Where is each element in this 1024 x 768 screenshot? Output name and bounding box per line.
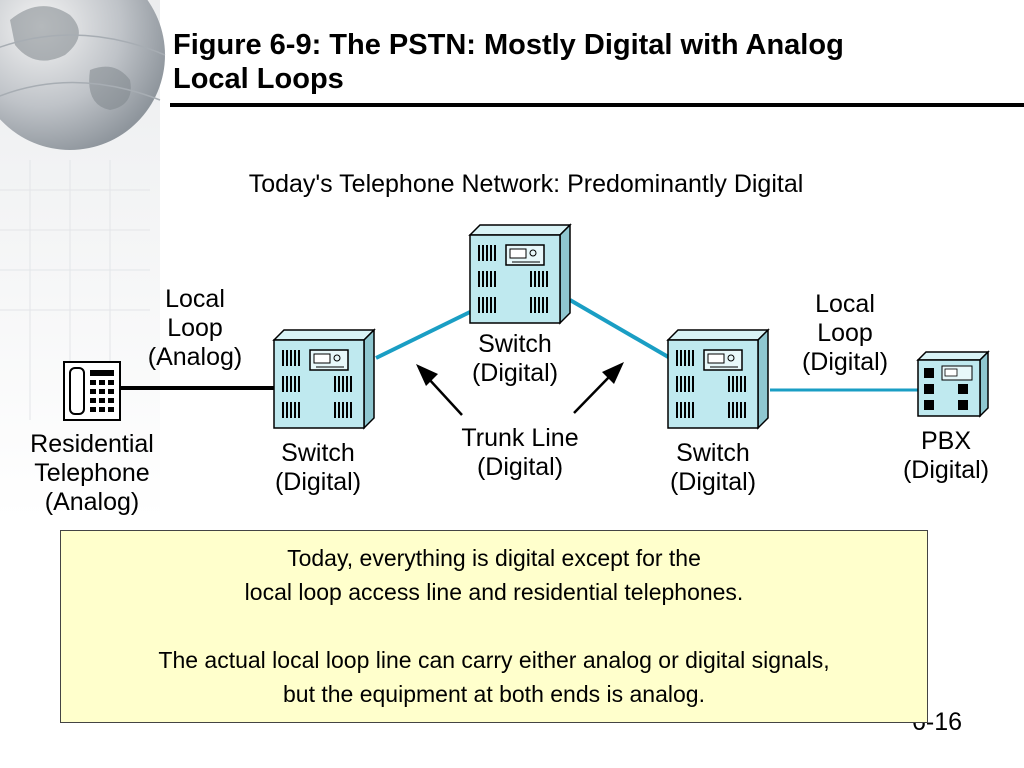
local-loop-analog-line-2: Loop — [167, 314, 223, 342]
telephone-icon — [63, 361, 121, 421]
residential-line-1: Residential — [30, 430, 154, 458]
local-loop-digital-label: Local Loop (Digital) — [790, 290, 900, 377]
trunk-line-1: Trunk Line — [461, 424, 579, 452]
trunk-line-left — [375, 310, 471, 360]
slide-title: Figure 6-9: The PSTN: Mostly Digital wit… — [173, 28, 993, 96]
switch-top-label: Switch (Digital) — [455, 330, 575, 388]
switch-left-icon — [274, 330, 374, 428]
trunk-arrow-left — [416, 364, 463, 416]
pbx-line-1: PBX — [920, 427, 972, 455]
switch-top-icon — [470, 225, 570, 323]
trunk-line-label: Trunk Line (Digital) — [440, 424, 600, 482]
switch-right-line-2: (Digital) — [669, 468, 757, 496]
note-line-2: local loop access line and residential t… — [244, 579, 744, 605]
note-line-4: but the equipment at both ends is analog… — [283, 681, 705, 707]
trunk-line-right — [568, 298, 672, 360]
local-loop-analog-label: Local Loop (Analog) — [140, 285, 250, 372]
diagram-subtitle: Today's Telephone Network: Predominantly… — [248, 170, 804, 198]
trunk-arrow-right — [573, 362, 624, 414]
pbx-icon — [916, 350, 990, 418]
slide-title-line-1: Figure 6-9: The PSTN: Mostly Digital wit… — [173, 29, 844, 61]
note-spacer — [61, 609, 927, 643]
switch-left-line-2: (Digital) — [274, 468, 362, 496]
slide-title-line-2: Local Loops — [173, 63, 344, 95]
local-loop-digital-line-3: (Digital) — [801, 348, 889, 376]
residential-telephone-label: Residential Telephone (Analog) — [12, 430, 172, 517]
local-loop-digital-line-1: Local — [815, 290, 875, 318]
title-underline — [170, 103, 1024, 107]
note-line-1: Today, everything is digital except for … — [287, 545, 701, 571]
switch-left-label: Switch (Digital) — [258, 439, 378, 497]
explanation-note: Today, everything is digital except for … — [60, 530, 928, 723]
switch-top-line-1: Switch — [478, 330, 552, 358]
switch-right-label: Switch (Digital) — [653, 439, 773, 497]
local-loop-digital-line-2: Loop — [817, 319, 873, 347]
local-loop-analog-line-3: (Analog) — [147, 343, 243, 371]
local-loop-analog-line-1: Local — [165, 285, 225, 313]
switch-right-icon — [668, 330, 768, 428]
switch-top-line-2: (Digital) — [471, 359, 559, 387]
note-line-3: The actual local loop line can carry eit… — [158, 647, 830, 673]
pbx-line-2: (Digital) — [902, 456, 990, 484]
pbx-label: PBX (Digital) — [888, 427, 1004, 485]
residential-line-3: (Analog) — [44, 488, 140, 516]
switch-left-line-1: Switch — [281, 439, 355, 467]
trunk-line-2: (Digital) — [476, 453, 564, 481]
residential-line-2: Telephone — [34, 459, 150, 487]
switch-right-line-1: Switch — [676, 439, 750, 467]
